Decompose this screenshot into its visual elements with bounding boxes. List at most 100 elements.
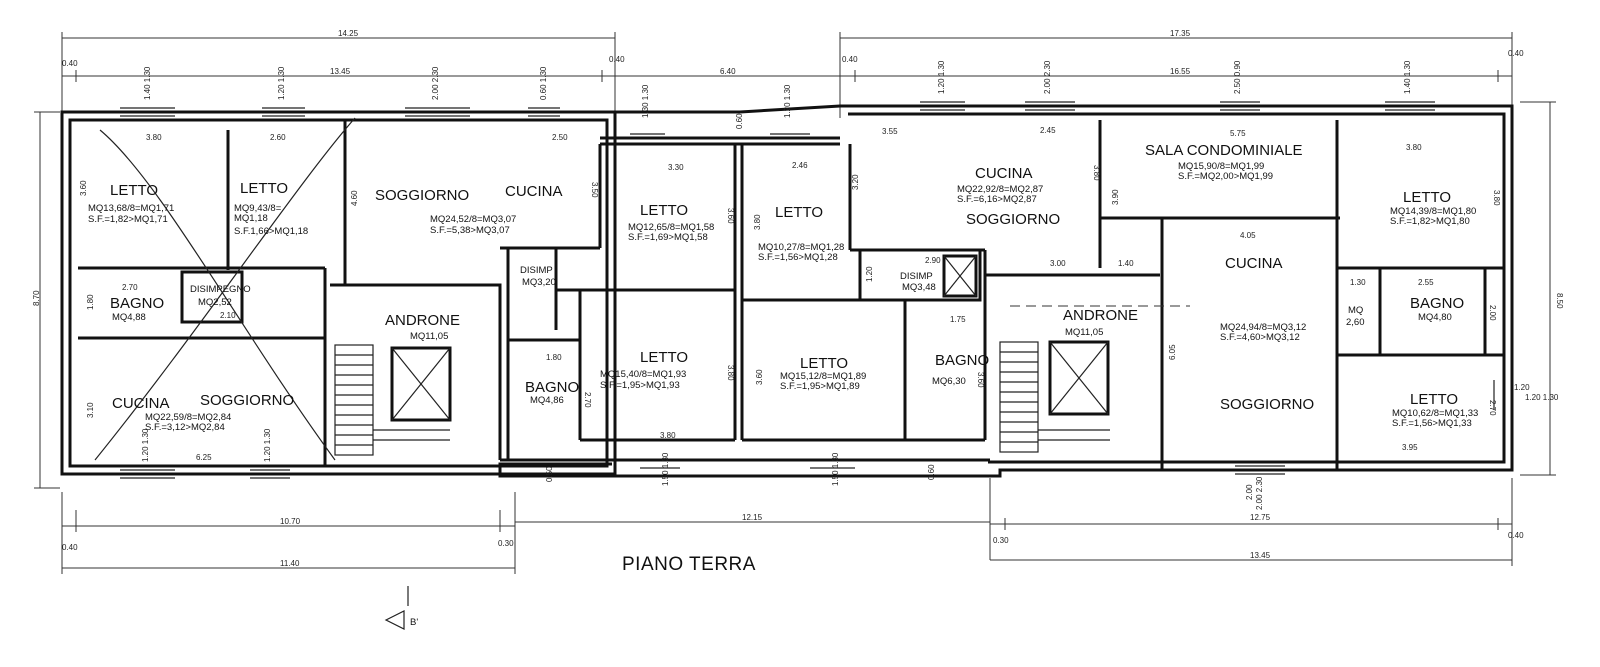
window-dim: 1.40 1.30 — [143, 66, 152, 100]
room-area: MQ15,40/8=MQ1,93 — [600, 369, 686, 380]
dim-label: 2.90 — [925, 256, 941, 265]
room-area: MQ10,27/8=MQ1,28 — [758, 242, 844, 253]
dim-gap: 6.40 — [720, 67, 736, 76]
dim-label: 2.70 — [122, 283, 138, 292]
room-area: MQ9,43/8= — [234, 203, 282, 214]
room-sf: S.F.=6,16>MQ2,87 — [957, 194, 1037, 205]
dim-left-inner: 13.45 — [330, 67, 351, 76]
window-dim: 2.00 2.30 — [431, 66, 440, 100]
dim-label: 3.55 — [882, 127, 898, 136]
room-area: MQ3,48 — [902, 282, 936, 293]
room-area: MQ13,68/8=MQ1,71 — [88, 203, 174, 214]
dim-label: 3.10 — [86, 402, 95, 418]
room-name: DISIMP — [520, 265, 553, 276]
dim-right-height: 8.50 — [1555, 293, 1564, 309]
dim-label: 5.75 — [1230, 129, 1246, 138]
lift-mid — [942, 254, 978, 298]
room-sf: S.F.=MQ2,00>MQ1,99 — [1178, 171, 1273, 182]
dim-right-total: 17.35 — [1170, 29, 1191, 38]
dim-bottom-left-total: 11.40 — [280, 559, 300, 568]
dim-bottom-right-total: 13.45 — [1250, 551, 1271, 560]
window-dim: 0.60 — [927, 464, 936, 480]
window-dim: 0.60 — [735, 113, 744, 129]
room-sf: S.F.=3,12>MQ2,84 — [145, 422, 225, 433]
dim-label: 3.80 — [726, 365, 735, 381]
dim-label: 6.05 — [1168, 344, 1177, 360]
dim-label: 1.80 — [86, 294, 95, 310]
dim-label: 2.60 — [270, 133, 286, 142]
dim-label: 3.80 — [1092, 165, 1101, 181]
dim-label: 2.50 — [552, 133, 568, 142]
dim-left-total: 14.25 — [338, 29, 359, 38]
room-name: LETTO — [110, 182, 158, 199]
dim-label: 2.00 — [1488, 305, 1497, 321]
room-name: ANDRONE — [1063, 307, 1138, 324]
dim-label: 4.05 — [1240, 231, 1256, 240]
room-name: LETTO — [1403, 189, 1451, 206]
window-dim: 1.40 1.30 — [1403, 60, 1412, 94]
room-name: CUCINA — [112, 395, 170, 412]
interior-walls — [78, 120, 1504, 470]
section-marker: B' — [384, 586, 418, 630]
section-marker-label: B' — [410, 617, 418, 628]
room-name: DISIMP — [900, 271, 933, 282]
room-sf: S.F.=1,69>MQ1,58 — [628, 232, 708, 243]
stair-right — [999, 341, 1110, 453]
exterior-walls — [60, 104, 1514, 478]
room-sf: S.F.=1,82>MQ1,80 — [1390, 216, 1470, 227]
room-name: ANDRONE — [385, 312, 460, 329]
dim-label: 3.20 — [851, 174, 860, 190]
dim-label: 3.50 — [590, 182, 599, 198]
dim-bottom-right-gap: 0.30 — [993, 536, 1009, 545]
room-area: MQ24,94/8=MQ3,12 — [1220, 322, 1306, 333]
room-area: MQ2,52 — [198, 297, 232, 308]
window-dim: 1.20 1.30 — [937, 60, 946, 94]
room-name: CUCINA — [1225, 255, 1283, 272]
window-dim: 1.50 1.30 — [831, 452, 840, 486]
room-sf: S.F.1,66>MQ1,18 — [234, 226, 308, 237]
room-name: LETTO — [775, 204, 823, 221]
dim-left-height: 8.70 — [32, 290, 41, 306]
dim-label: 3.80 — [1406, 143, 1422, 152]
plan-title: PIANO TERRA — [622, 554, 756, 575]
room-name: SALA CONDOMINIALE — [1145, 142, 1303, 159]
side-dimensions: 8.70 8.50 — [32, 101, 1564, 489]
dim-label: 2.00 — [1245, 484, 1254, 500]
room-area: MQ15,90/8=MQ1,99 — [1178, 161, 1264, 172]
dim-label: 2.70 — [1488, 400, 1497, 416]
room-area: MQ24,52/8=MQ3,07 — [430, 214, 516, 225]
window-dim: 1.50 1.30 — [661, 452, 670, 486]
room-name-2: SOGGIORNO — [1220, 396, 1314, 413]
dim-bottom-left: 10.70 — [280, 517, 301, 526]
room-area: MQ11,05 — [410, 331, 448, 342]
room-sf: S.F.=4,60>MQ3,12 — [1220, 332, 1300, 343]
window-dim: 2.50 0.90 — [1233, 60, 1242, 94]
room-sf: S.F.=1,82>MQ1,71 — [88, 214, 168, 225]
room-area: MQ11,05 — [1065, 327, 1103, 338]
room-name: BAGNO — [525, 379, 579, 396]
room-area: MQ14,39/8=MQ1,80 — [1390, 206, 1476, 217]
window-dim: 1.20 1.30 — [141, 428, 150, 462]
room-name-2: SOGGIORNO — [966, 211, 1060, 228]
room-area: MQ6,30 — [932, 376, 966, 387]
dim-label: 1.80 — [546, 353, 562, 362]
stair-left — [334, 344, 450, 456]
window-dim: 2.00 2.30 — [1255, 476, 1264, 510]
dim-label: 3.80 — [146, 133, 162, 142]
room-name: MQ — [1348, 305, 1363, 316]
dim-mid-right: 0.40 — [842, 55, 858, 64]
room-name: BAGNO — [935, 352, 989, 369]
room-area: MQ4,86 — [530, 395, 564, 406]
room-sf: S.F.=1,56>MQ1,28 — [758, 252, 838, 263]
room-area: MQ12,65/8=MQ1,58 — [628, 222, 714, 233]
window-dim: 2.00 2.30 — [1043, 60, 1052, 94]
dim-label: 1.75 — [950, 315, 966, 324]
room-name: BAGNO — [110, 295, 164, 312]
dim-label: 1.20 — [865, 266, 874, 282]
room-name: LETTO — [800, 355, 848, 372]
window-dim: 0.50 — [545, 466, 554, 482]
window-dim: 0.60 1.30 — [539, 66, 548, 100]
dim-label: 3.90 — [1111, 189, 1120, 205]
room-area: MQ4,80 — [1418, 312, 1452, 323]
